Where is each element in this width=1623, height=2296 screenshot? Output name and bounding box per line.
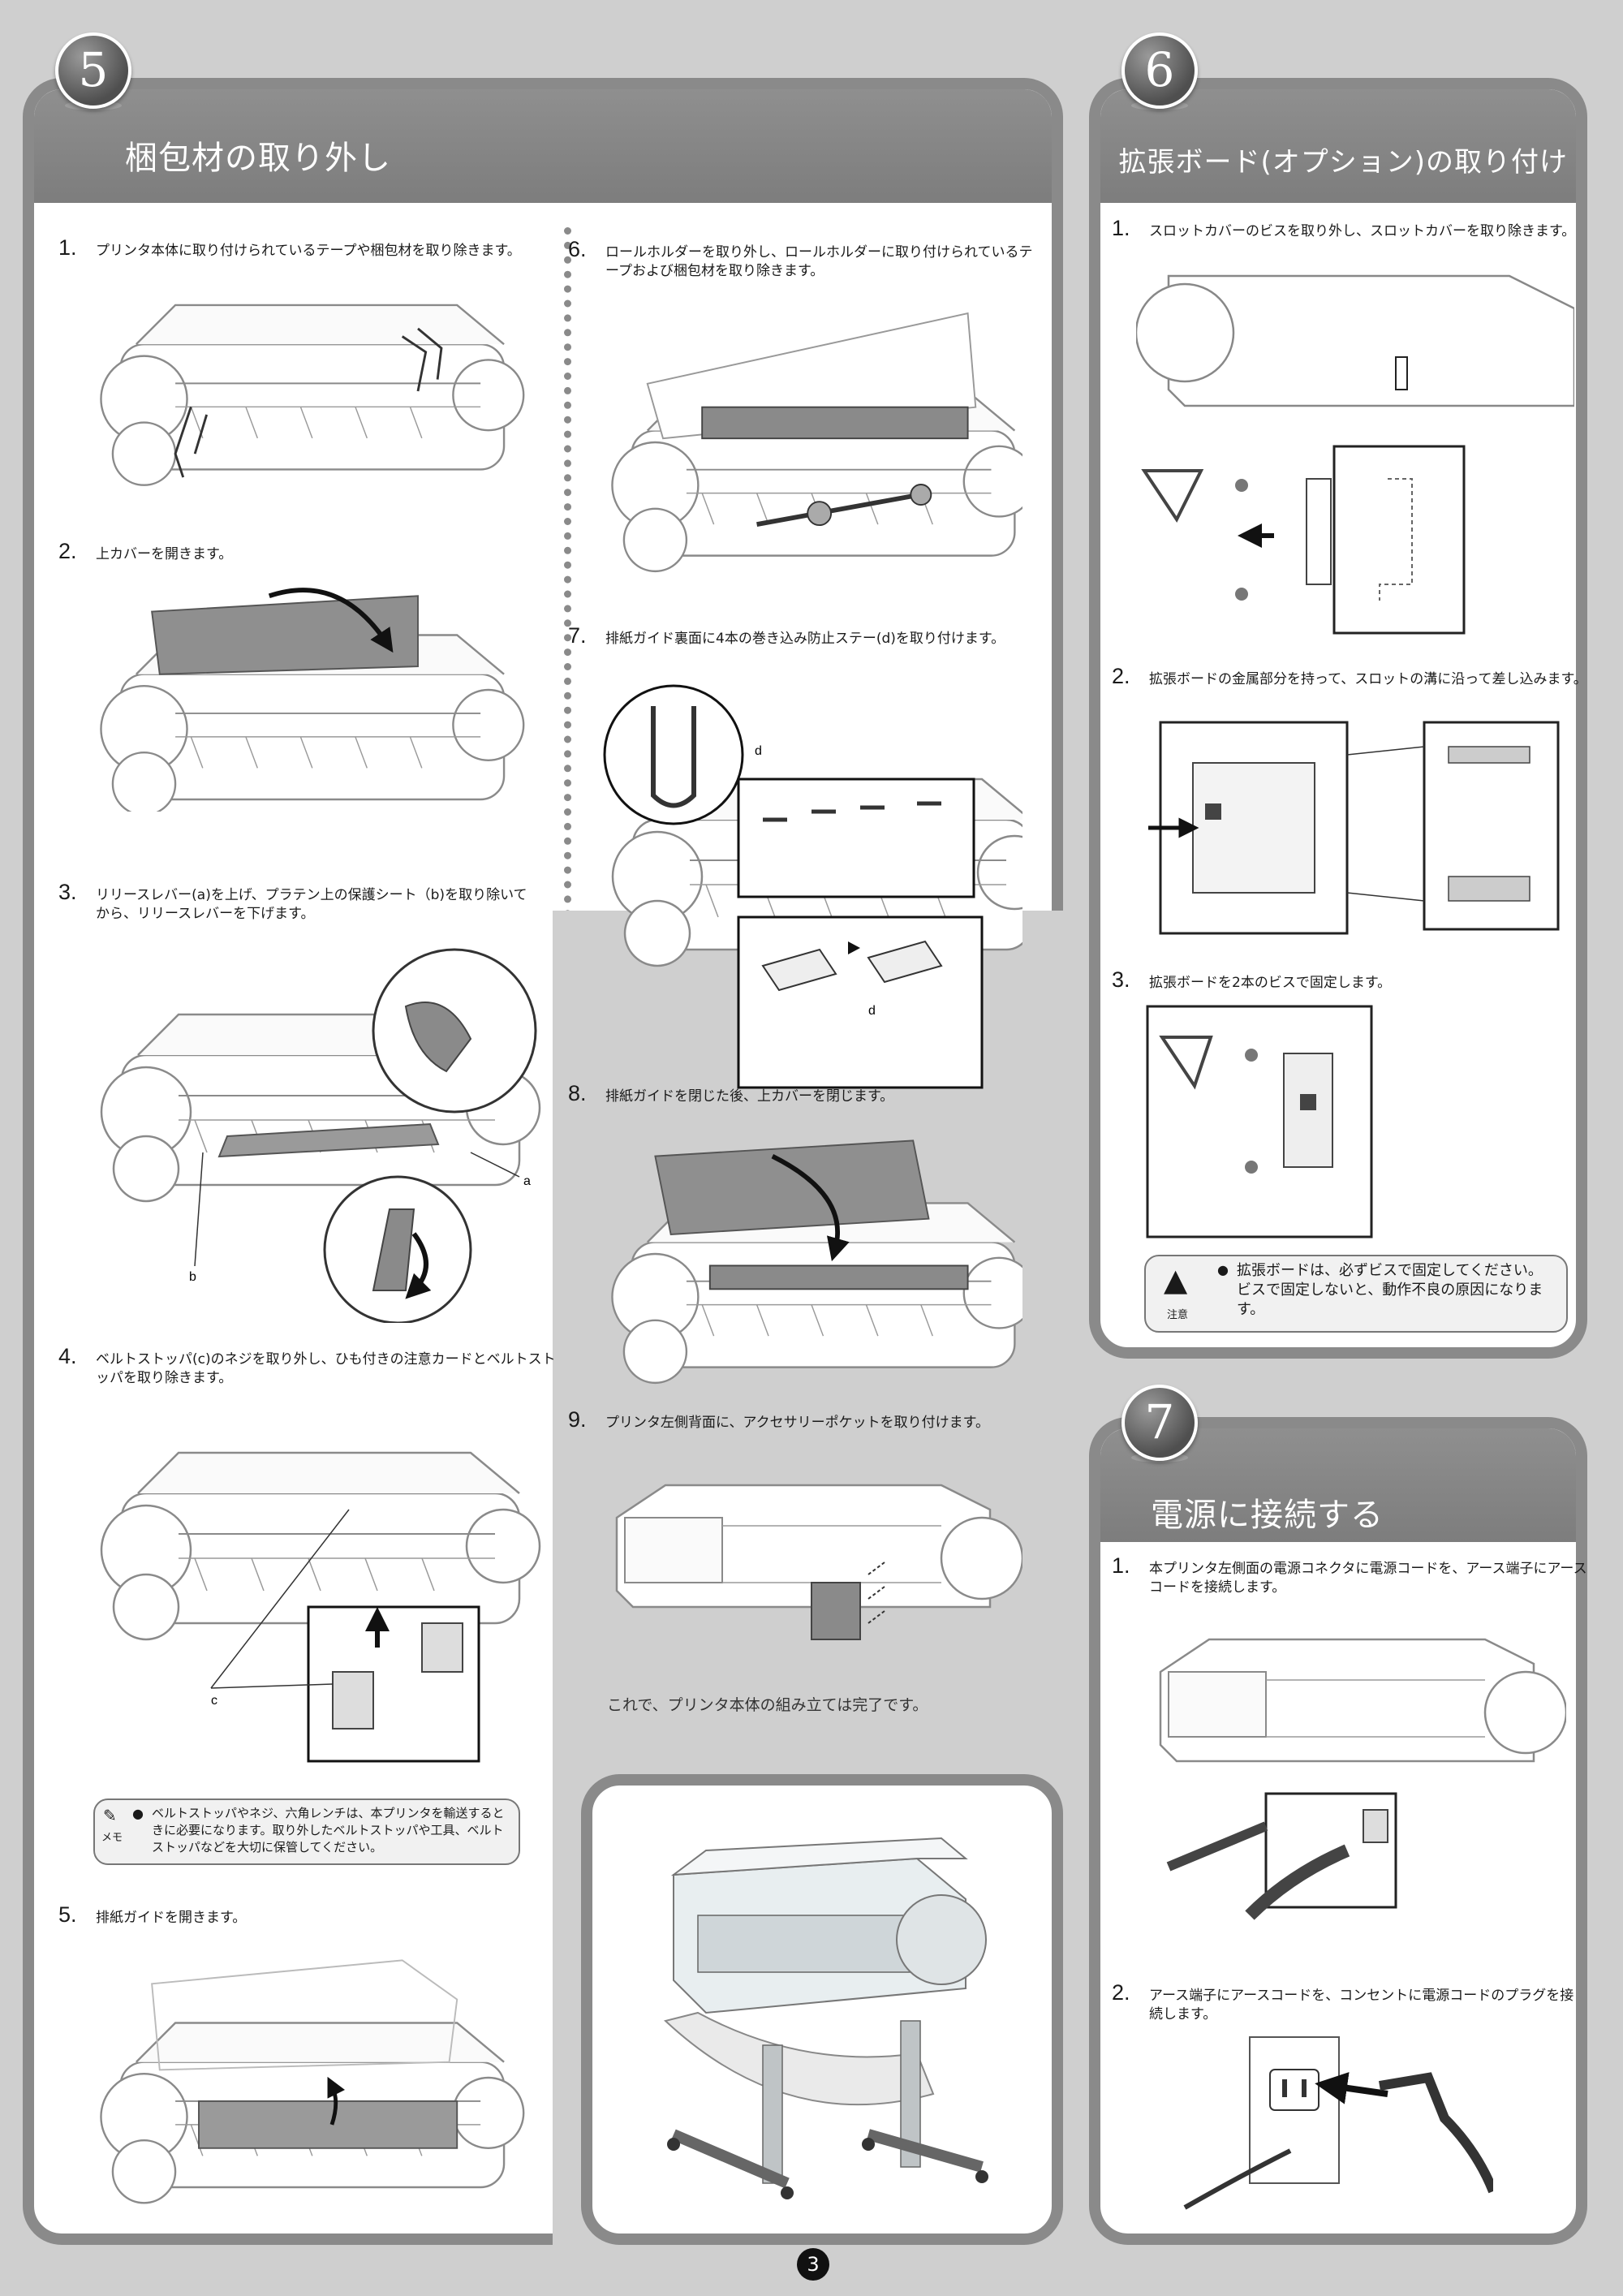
step-text: 本プリンタ左側面の電源コネクタに電源コードを、アース端子にアースコードを接続しま… xyxy=(1149,1561,1587,1596)
open-output-guide-illustration xyxy=(89,1948,527,2208)
step-text: ベルトストッパ(c)のネジを取り外し、ひも付きの注意カードとベルトストッパを取り… xyxy=(96,1351,556,1386)
step-number: 9. xyxy=(568,1407,587,1432)
power-connector-illustration xyxy=(1144,1615,1566,1923)
slot-cover-illustration xyxy=(1136,260,1574,641)
close-output-guide-illustration xyxy=(601,1120,1022,1388)
section-5-title: 梱包材の取り外し xyxy=(125,140,391,177)
section-7-badge: 7 xyxy=(1121,1385,1198,1461)
step-text: 排紙ガイドを開きます。 xyxy=(96,1910,247,1926)
step-text: プリンタ左側背面に、アクセサリーポケットを取り付けます。 xyxy=(605,1415,989,1431)
printer-packing-illustration xyxy=(89,286,527,497)
product-photo-panel xyxy=(581,1774,1063,2245)
roll-holder-illustration xyxy=(601,292,1022,592)
fix-board-screws-illustration xyxy=(1146,1005,1373,1238)
section-5-header xyxy=(34,89,1052,203)
step-number: 8. xyxy=(568,1081,587,1105)
step-number: 3. xyxy=(1112,967,1130,992)
caution-icon-label: 注意 xyxy=(1167,1309,1189,1321)
step-number: 6. xyxy=(568,237,587,261)
section-7-title: 電源に接続する xyxy=(1151,1497,1384,1534)
step-text: リリースレバー(a)を上げ、プラテン上の保護シート（b)を取り除いてから、リリー… xyxy=(96,887,527,922)
step-text: 上カバーを開きます。 xyxy=(96,546,233,562)
wall-outlet-illustration xyxy=(1169,2029,1493,2224)
step-text: プリンタ本体に取り付けられているテープや梱包材を取り除きます。 xyxy=(96,243,521,259)
memo-pencil-icon: ✎ xyxy=(103,1806,117,1825)
label-d-lower: d xyxy=(868,1004,876,1018)
memo-icon-label: メモ xyxy=(101,1832,123,1844)
step-text: ロールホルダーを取り外し、ロールホルダーに取り付けられているテープおよび梱包材を… xyxy=(605,244,1033,279)
step-text: 排紙ガイド裏面に4本の巻き込み防止ステー(d)を取り付けます。 xyxy=(605,631,1005,647)
step-number: 2. xyxy=(1112,664,1130,688)
printer-stand-photo xyxy=(625,1826,1031,2216)
page-number: 3 xyxy=(797,2248,829,2281)
label-b: b xyxy=(189,1270,196,1284)
memo-bullet: ● xyxy=(132,1806,144,1821)
step-text: 拡張ボードを2本のビスで固定します。 xyxy=(1149,975,1392,991)
warning-icon: ▲ xyxy=(1164,1262,1188,1298)
step-number: 7. xyxy=(568,623,587,648)
memo-note: ✎ メモ ● ベルトストッパやネジ、六角レンチは、本プリンタを輸送するときに必要… xyxy=(93,1798,520,1865)
step-text: アース端子にアースコードを、コンセントに電源コードのプラグを接続します。 xyxy=(1149,1988,1574,2022)
step-number: 1. xyxy=(1112,1553,1130,1578)
section-6-badge: 6 xyxy=(1121,32,1198,109)
section-5-badge: 5 xyxy=(55,32,131,109)
anti-wrap-stay-illustration: d d xyxy=(601,674,1022,1096)
step-number: 1. xyxy=(1112,216,1130,240)
open-top-cover-illustration xyxy=(89,568,527,812)
label-a: a xyxy=(523,1174,531,1188)
step-number: 1. xyxy=(58,235,77,260)
step-divider xyxy=(564,227,571,1688)
step-text: 排紙ガイドを閉じた後、上カバーを閉じます。 xyxy=(605,1088,894,1105)
step-text: スロットカバーのビスを取り外し、スロットカバーを取り除きます。 xyxy=(1149,223,1576,239)
step-number: 2. xyxy=(1112,1980,1130,2005)
section-6-title: 拡張ボード(オプション)の取り付け xyxy=(1118,146,1568,179)
completion-message: これで、プリンタ本体の組み立ては完了です。 xyxy=(607,1696,928,1714)
step-number: 5. xyxy=(58,1902,77,1927)
memo-text: ベルトストッパやネジ、六角レンチは、本プリンタを輸送するときに必要になります。取… xyxy=(152,1806,505,1854)
caution-note: ▲ 注意 ● 拡張ボードは、必ずビスで固定してください。ビスで固定しないと、動作… xyxy=(1144,1255,1568,1333)
label-d-upper: d xyxy=(755,744,762,758)
insert-expansion-board-illustration xyxy=(1144,714,1566,941)
step-text: 拡張ボードの金属部分を持って、スロットの溝に沿って差し込みます。 xyxy=(1149,671,1587,687)
step-number: 2. xyxy=(58,539,77,563)
belt-stopper-illustration: c xyxy=(89,1404,544,1769)
step-number: 3. xyxy=(58,880,77,904)
accessory-pocket-illustration xyxy=(601,1453,1022,1672)
release-lever-illustration: b a xyxy=(89,941,544,1323)
caution-bullet: ● xyxy=(1217,1262,1229,1277)
step-number: 4. xyxy=(58,1344,77,1368)
caution-text: 拡張ボードは、必ずビスで固定してください。ビスで固定しないと、動作不良の原因にな… xyxy=(1237,1262,1543,1318)
label-c: c xyxy=(211,1694,217,1708)
